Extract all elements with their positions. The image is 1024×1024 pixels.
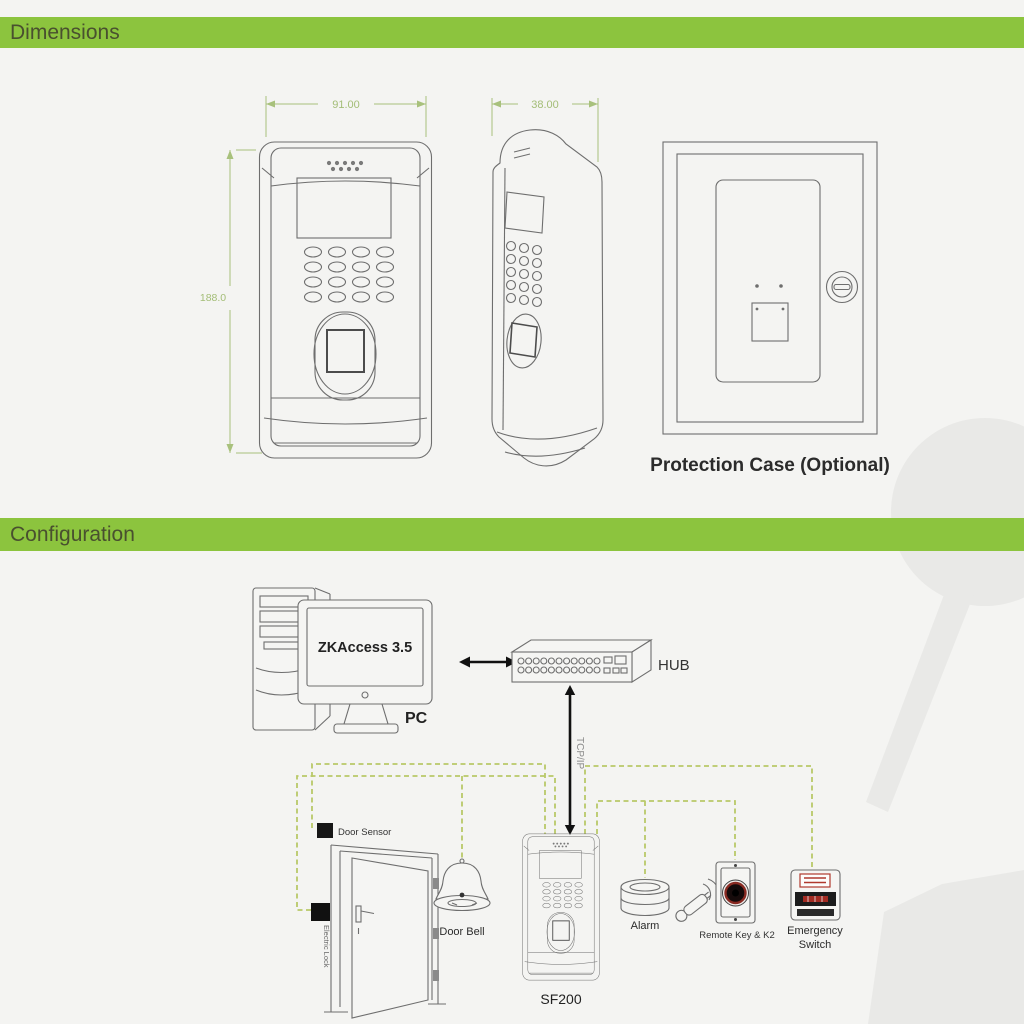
wiring-dashed-lines <box>296 763 813 911</box>
device-front-drawing: 91.00 188.0 <box>200 96 433 459</box>
tcpip-label: TCP/IP <box>574 737 585 770</box>
dimensions-title: Dimensions <box>10 21 120 44</box>
configuration-section-header: Configuration <box>0 518 1024 551</box>
electric-lock-block <box>311 903 330 921</box>
emergency-switch-label-line1: Emergency <box>787 925 843 937</box>
remote-plate-icon: Remote Key & K2 <box>699 861 775 941</box>
alarm-icon: Alarm <box>620 878 670 932</box>
pc-monitor-icon: ZKAccess 3.5 PC <box>297 599 433 734</box>
front-width-dimension: 91.00 <box>332 99 360 111</box>
emergency-switch-icon: Emergency Switch <box>787 869 843 951</box>
door-bell-label: Door Bell <box>439 926 484 938</box>
emergency-switch-label-line2: Switch <box>799 939 831 951</box>
dimensions-section-header: Dimensions <box>0 17 1024 48</box>
configuration-title: Configuration <box>10 523 135 546</box>
side-depth-dimension: 38.00 <box>531 99 559 111</box>
alarm-label: Alarm <box>631 920 660 932</box>
zkaccess-screen-label: ZKAccess 3.5 <box>318 640 412 656</box>
pc-label: PC <box>405 710 428 727</box>
protection-case-label: Protection Case (Optional) <box>650 455 890 476</box>
remote-key-label: Remote Key & K2 <box>699 930 775 941</box>
tcpip-arrow: TCP/IP <box>564 685 585 835</box>
door-sensor-block <box>317 823 333 838</box>
pc-hub-arrow <box>459 656 517 668</box>
watermark-shape <box>866 418 1024 1024</box>
electric-lock-label: Electric Lock <box>322 925 331 968</box>
protection-case-drawing: Protection Case (Optional) <box>650 141 890 476</box>
door-icon: Door Sensor Electric Lock <box>311 823 446 1019</box>
hub-label: HUB <box>658 657 690 674</box>
hub-icon: HUB <box>510 639 690 683</box>
dimensions-drawings: 91.00 188.0 <box>200 96 890 476</box>
device-side-drawing: 38.00 <box>491 98 604 467</box>
front-height-dimension: 188.0 <box>200 292 226 304</box>
door-sensor-label: Door Sensor <box>338 827 391 838</box>
sf200-label: SF200 <box>540 991 581 1007</box>
sf200-device-icon: SF200 <box>522 833 600 1007</box>
configuration-diagram: ZKAccess 3.5 PC HUB <box>252 587 843 1019</box>
door-bell-icon: Door Bell <box>433 858 491 938</box>
remote-key-icon <box>675 878 720 922</box>
